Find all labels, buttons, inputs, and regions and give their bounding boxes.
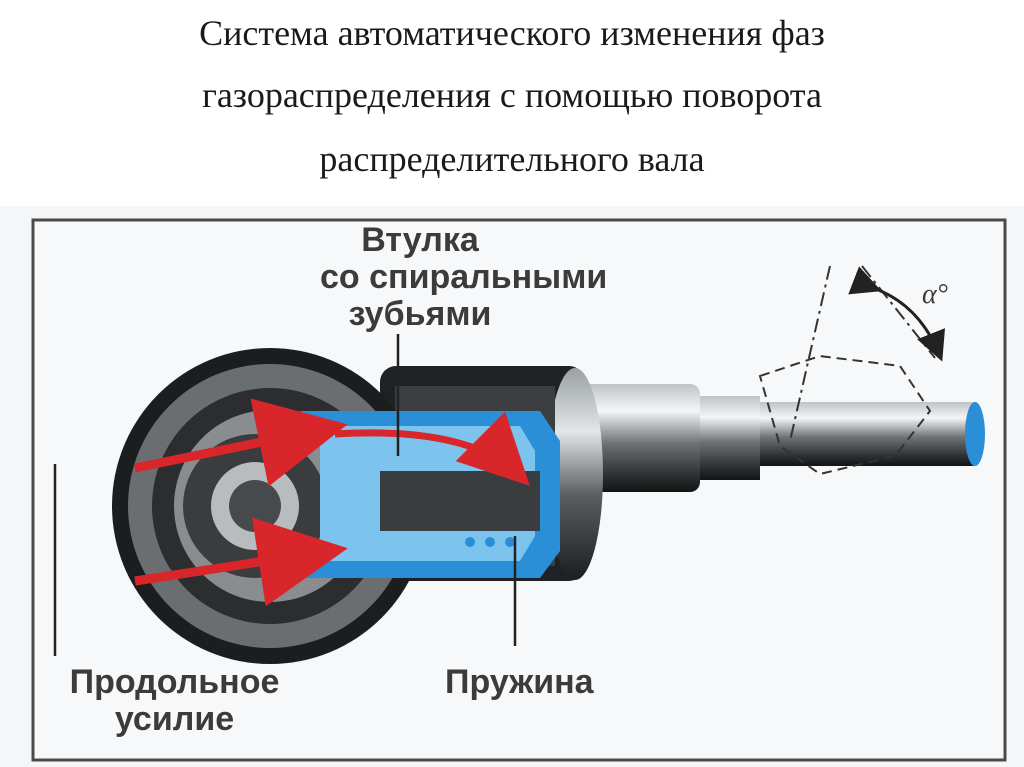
label-bushing: Втулка со спиральными зубьями [320, 221, 608, 333]
slide-title: Система автоматического изменения фаз га… [0, 2, 1024, 190]
title-line-2: газораспределения с помощью поворота [202, 75, 822, 115]
force-arrow-top [134, 398, 348, 487]
rotation-arrow [334, 411, 530, 486]
angle-arc [848, 266, 946, 362]
title-line-1: Система автоматического изменения фаз [199, 13, 825, 53]
label-bushing-line3: зубьями [348, 295, 492, 333]
label-spring: Пружина [445, 663, 594, 701]
camshaft-phase-diagram: Втулка со спиральными зубьями Продольное… [0, 206, 1024, 767]
label-angle: α° [922, 279, 948, 310]
diagram-drawing [31, 218, 1007, 762]
force-arrow-bottom [134, 517, 348, 607]
label-force-line1: Продольное [69, 663, 280, 701]
title-line-3: распределительного вала [319, 139, 705, 179]
label-axial-force: Продольное усилие [52, 664, 297, 738]
label-bushing-line2: со спиральными [320, 258, 608, 296]
label-force-line2: усилие [114, 700, 235, 738]
label-bushing-line1: Втулка [361, 221, 479, 259]
